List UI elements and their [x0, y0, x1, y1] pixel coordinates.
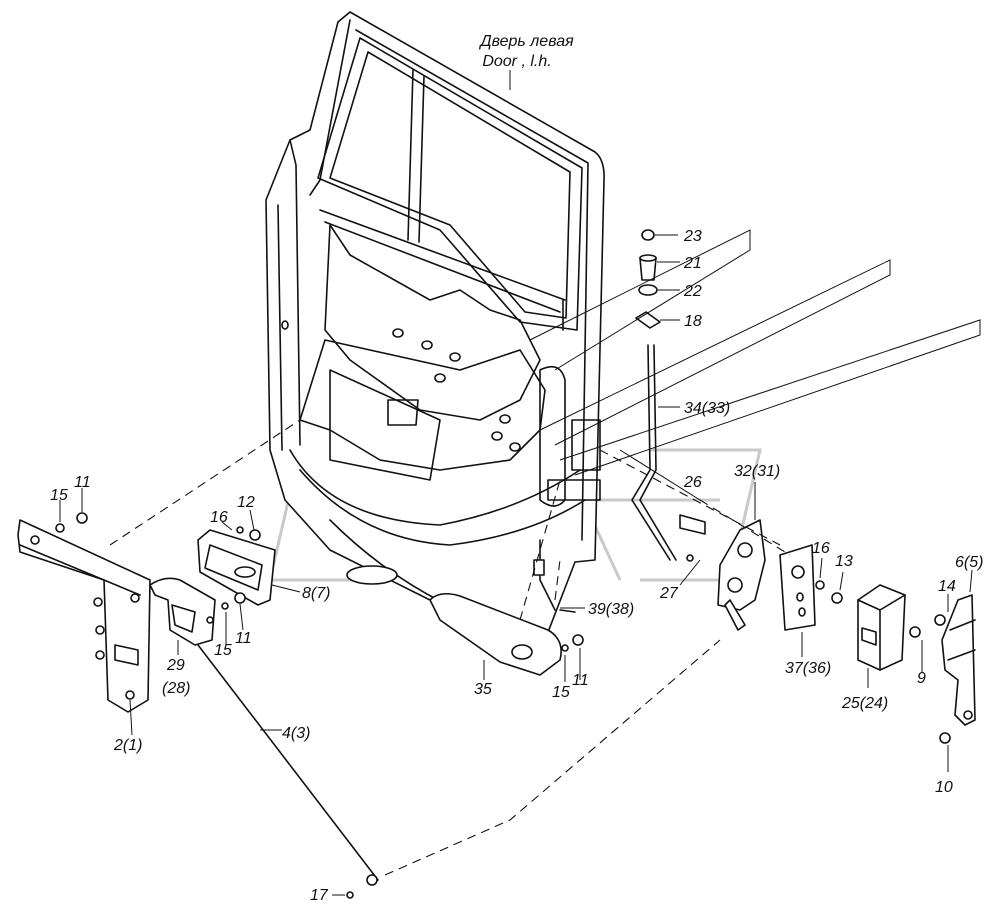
hinge-6-5: [941, 594, 976, 726]
callout-34-33: 34(33): [684, 400, 730, 417]
bracket-2-1: [17, 519, 151, 713]
callout-26: 26: [683, 474, 702, 491]
callout-39-38: 39(38): [588, 601, 634, 618]
callout-29: 29: [166, 657, 185, 674]
callout-18: 18: [684, 313, 702, 330]
callout-25-24: 25(24): [841, 695, 888, 712]
knob-parts: [635, 229, 661, 329]
callout-28: (28): [162, 680, 190, 697]
callout-4-3: 4(3): [282, 725, 310, 742]
screws: [55, 512, 951, 744]
callout-15-left: 15: [214, 642, 232, 659]
striker-25-24: [857, 584, 906, 671]
callout-6-5: 6(5): [955, 554, 983, 571]
callout-14: 14: [938, 578, 956, 595]
inner-handle-29: [149, 577, 216, 646]
assembly-lines: [109, 419, 791, 876]
callout-23: 23: [683, 228, 702, 245]
callout-11-handle: 11: [572, 672, 589, 689]
plate-37-36: [779, 544, 816, 631]
callout-27: 27: [659, 585, 679, 602]
callout-2-1: 2(1): [113, 737, 142, 754]
callout-16-left: 16: [210, 509, 228, 526]
callout-37-36: 37(36): [785, 660, 831, 677]
callout-13: 13: [835, 553, 853, 570]
escutcheon-8-7: [197, 529, 276, 606]
callout-11-left: 11: [235, 630, 252, 647]
window-rod: [562, 299, 677, 561]
lock-32-31: [679, 514, 766, 631]
callout-10: 10: [935, 779, 953, 796]
callout-9: 9: [917, 670, 926, 687]
title-ru: Дверь левая: [478, 33, 574, 50]
callout-8-7: 8(7): [302, 585, 330, 602]
rod-4-3: [197, 609, 576, 899]
title-en: Door , l.h.: [482, 53, 551, 70]
callout-35: 35: [474, 681, 492, 698]
callout-17: 17: [310, 887, 329, 904]
callout-15-handle: 15: [552, 684, 570, 701]
callout-15-bracket: 15: [50, 487, 68, 504]
callout-22: 22: [683, 283, 702, 300]
callout-12: 12: [237, 494, 255, 511]
door-body: [265, 11, 605, 641]
callout-16-right: 16: [812, 540, 830, 557]
callout-11-bracket: 11: [74, 474, 91, 491]
callout-21: 21: [683, 255, 702, 272]
leader-lines: [59, 70, 981, 896]
callout-32-31: 32(31): [734, 463, 780, 480]
